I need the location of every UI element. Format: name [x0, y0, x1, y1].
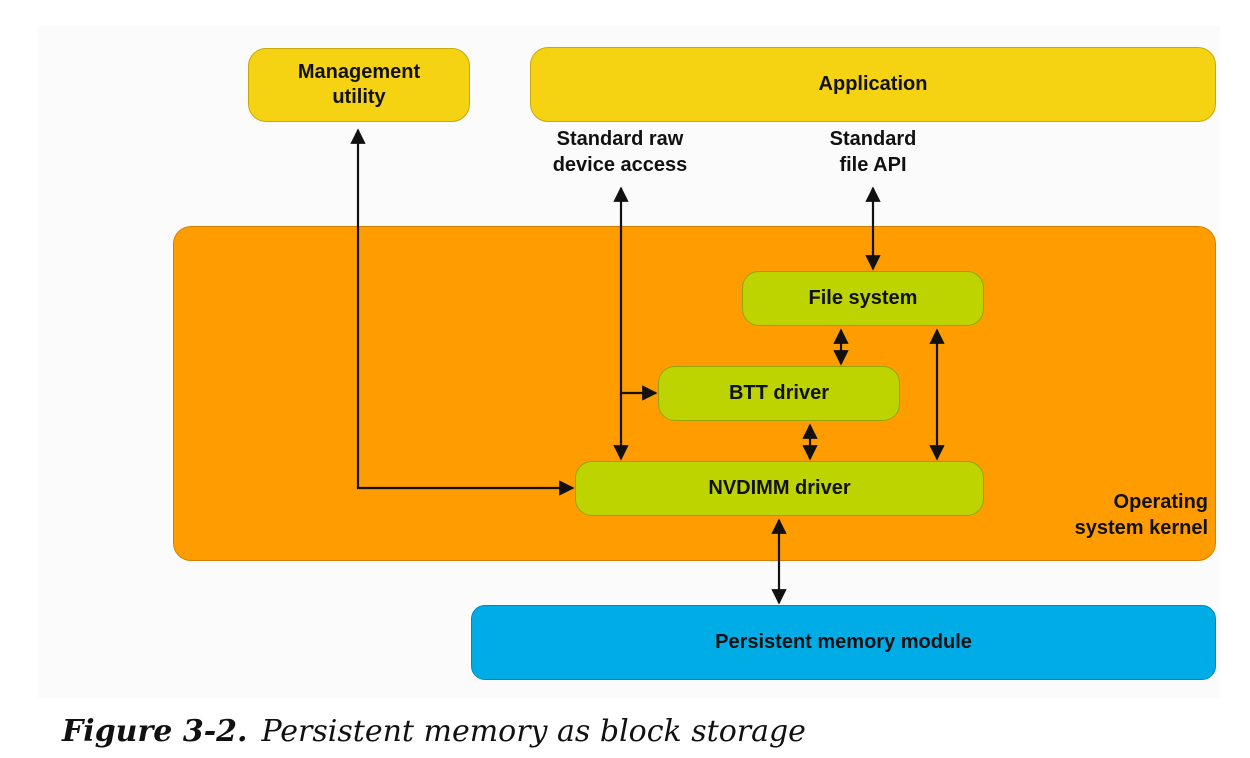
management-utility-label: Management utility	[297, 61, 421, 108]
nvdimm-driver-box: NVDIMM driver	[575, 461, 984, 516]
management-to-nvdimm-arrow	[350, 128, 575, 496]
file-system-label: File system	[808, 287, 918, 309]
figure-caption: Figure 3-2. Persistent memory as block st…	[62, 714, 806, 749]
figure-number: Figure 3-2.	[62, 714, 248, 749]
figure-caption-text: Persistent memory as block storage	[261, 714, 806, 749]
nvdimm-driver-label: NVDIMM driver	[708, 477, 851, 499]
btt-driver-box: BTT driver	[658, 366, 900, 421]
operating-system-kernel-label: Operating system kernel	[1074, 491, 1208, 539]
application-label: Application	[818, 73, 928, 95]
file-system-box: File system	[742, 271, 984, 326]
application-box: Application	[530, 47, 1216, 122]
btt-driver-label: BTT driver	[728, 382, 830, 404]
standard-file-api-label: Standard file API	[829, 128, 917, 176]
persistent-memory-module-box: Persistent memory module	[471, 605, 1216, 680]
persistent-memory-module-label: Persistent memory module	[715, 631, 972, 653]
management-utility-box: Management utility	[248, 48, 470, 122]
